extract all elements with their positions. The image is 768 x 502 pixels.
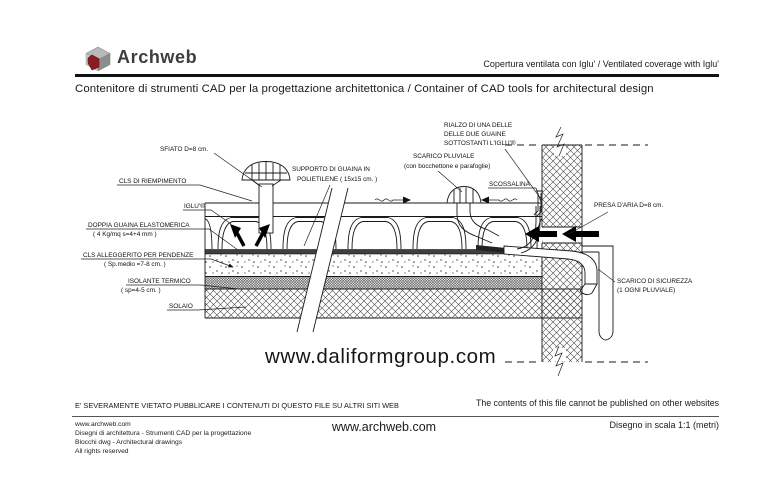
header-tagline: Copertura ventilata con Iglu' / Ventilat… <box>483 59 719 69</box>
iglu-modules <box>204 202 543 250</box>
label-scarico-pluviale: SCARICO PLUVIALE <box>413 153 474 160</box>
footer-site-center: www.archweb.com <box>331 420 437 434</box>
airflow-arrows <box>230 224 270 247</box>
reference-lines <box>505 126 648 377</box>
guaina-upstand <box>516 190 543 254</box>
label-iglu: IGLU'® <box>184 202 205 210</box>
bocchettone-flange <box>476 245 506 253</box>
cls-alleggerito-layer <box>205 254 542 277</box>
logo-text: Archweb <box>117 47 198 67</box>
footer-info-line-4: All rights reserved <box>75 448 129 455</box>
safety-drain <box>503 245 598 296</box>
footer-notice-en: The contents of this file cannot be publ… <box>475 398 719 408</box>
label-rialzo-3: SOTTOSTANTI L'IGLU'® <box>444 139 516 147</box>
drawing-labels: SFIATO D=8 cm. CLS DI RIEMPIMENTO IGLU'®… <box>83 122 693 310</box>
vent-pipe <box>241 161 291 234</box>
label-isolante-sub: ( sp=4-5 cm. ) <box>121 287 161 294</box>
label-doppia-guaina: DOPPIA GUAINA ELASTOMERICA <box>88 222 190 229</box>
label-doppia-guaina-sub: ( 4 Kg/mq s=4+4 mm ) <box>93 231 157 238</box>
deck-layers <box>204 203 582 319</box>
label-sfiato: SFIATO D=8 cm. <box>160 146 208 153</box>
header-divider <box>75 74 719 77</box>
isolante-layer <box>205 277 542 289</box>
footer-info-line-3: Blocchi dwg - Architectural drawings <box>75 439 183 446</box>
footer-divider <box>72 416 719 417</box>
footer-notice-it: E' SEVERAMENTE VIETATO PUBBLICARE I CONT… <box>75 401 399 410</box>
break-lines <box>296 187 349 333</box>
label-supporto-sub: POLIETILENE ( 15x15 cm. ) <box>297 176 377 183</box>
label-solaio: SOLAIO <box>169 303 193 310</box>
label-scarico-sicurezza: SCARICO DI SICUREZZA <box>617 278 693 285</box>
footer-info-line-2: Disegni di architettura - Strumenti CAD … <box>75 430 252 437</box>
footer-info-block: www.archweb.com Disegni di architettura … <box>75 420 251 456</box>
label-cls-alleggerito: CLS ALLEGGERITO PER PENDENZE <box>83 252 193 259</box>
label-supporto: SUPPORTO DI GUAINA IN <box>292 166 370 173</box>
label-rialzo-1: RIALZO DI UNA DELLE <box>444 122 512 129</box>
label-rialzo-2: DELLE DUE GUAINE <box>444 131 506 138</box>
footer-scale-note: Disegno in scala 1:1 (metri) <box>609 420 719 430</box>
label-scarico-pluviale-sub: (con bocchettone e parafoglie) <box>404 163 490 170</box>
solaio-layer <box>205 289 582 318</box>
downpipe <box>582 245 614 341</box>
page-title: Contenitore di strumenti CAD per la prog… <box>75 83 654 95</box>
label-isolante: ISOLANTE TERMICO <box>128 278 191 285</box>
label-cls-riempimento: CLS DI RIEMPIMENTO <box>119 178 186 185</box>
parafoglie-cap <box>446 186 482 204</box>
pluvial-drain <box>441 186 506 253</box>
label-scossalina: SCOSSALINA <box>489 181 531 188</box>
label-presa-aria: PRESA D'ARIA D=8 cm. <box>594 202 663 209</box>
airflow-wavy-arrows <box>374 196 518 204</box>
leader-lines <box>81 148 616 311</box>
label-cls-alleggerito-sub: ( Sp.medio =7-8 cm. ) <box>104 261 166 268</box>
archweb-logo-icon <box>85 46 111 72</box>
watermark-daliform: www.daliformgroup.com <box>264 345 496 368</box>
footer-site-small: www.archweb.com <box>75 421 131 428</box>
label-scarico-sicurezza-sub: (1 OGNI PLUVIALE) <box>617 287 675 294</box>
